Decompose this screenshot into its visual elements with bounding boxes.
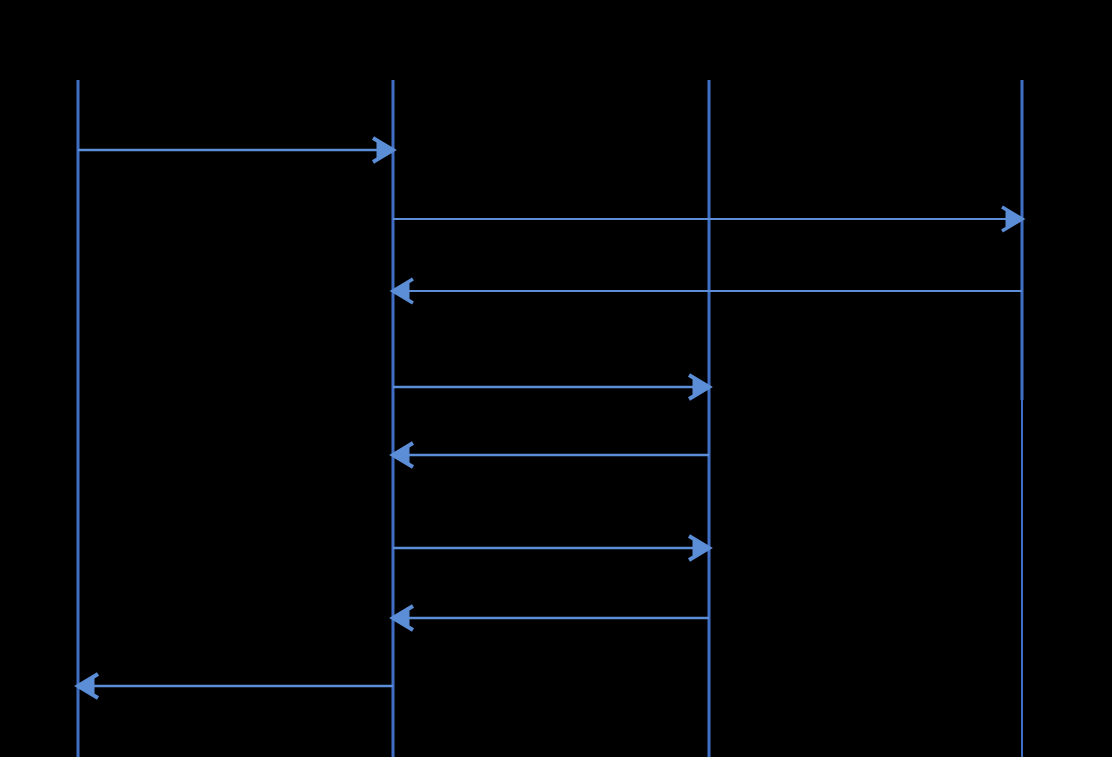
lifelines-layer (76, 80, 1024, 757)
message-group-message-4[interactable] (393, 373, 713, 401)
message-group-message-6[interactable] (393, 534, 713, 562)
messages-layer (74, 136, 1026, 700)
message-group-message-8[interactable] (74, 672, 393, 700)
message-3-arrowhead-fill-icon (391, 281, 410, 301)
message-group-message-3[interactable] (389, 277, 1022, 305)
message-5-arrowhead-fill-icon (391, 445, 410, 465)
message-8-arrowhead-fill-icon (76, 676, 95, 696)
message-group-message-7[interactable] (389, 604, 709, 632)
message-group-message-1[interactable] (78, 136, 397, 164)
message-1-arrowhead-fill-icon (376, 140, 395, 160)
message-group-message-2[interactable] (393, 205, 1026, 233)
message-7-arrowhead-fill-icon (391, 608, 410, 628)
message-4-arrowhead-fill-icon (692, 377, 711, 397)
message-6-arrowhead-fill-icon (692, 538, 711, 558)
message-2-arrowhead-fill-icon (1005, 209, 1024, 229)
message-group-message-5[interactable] (389, 441, 709, 469)
